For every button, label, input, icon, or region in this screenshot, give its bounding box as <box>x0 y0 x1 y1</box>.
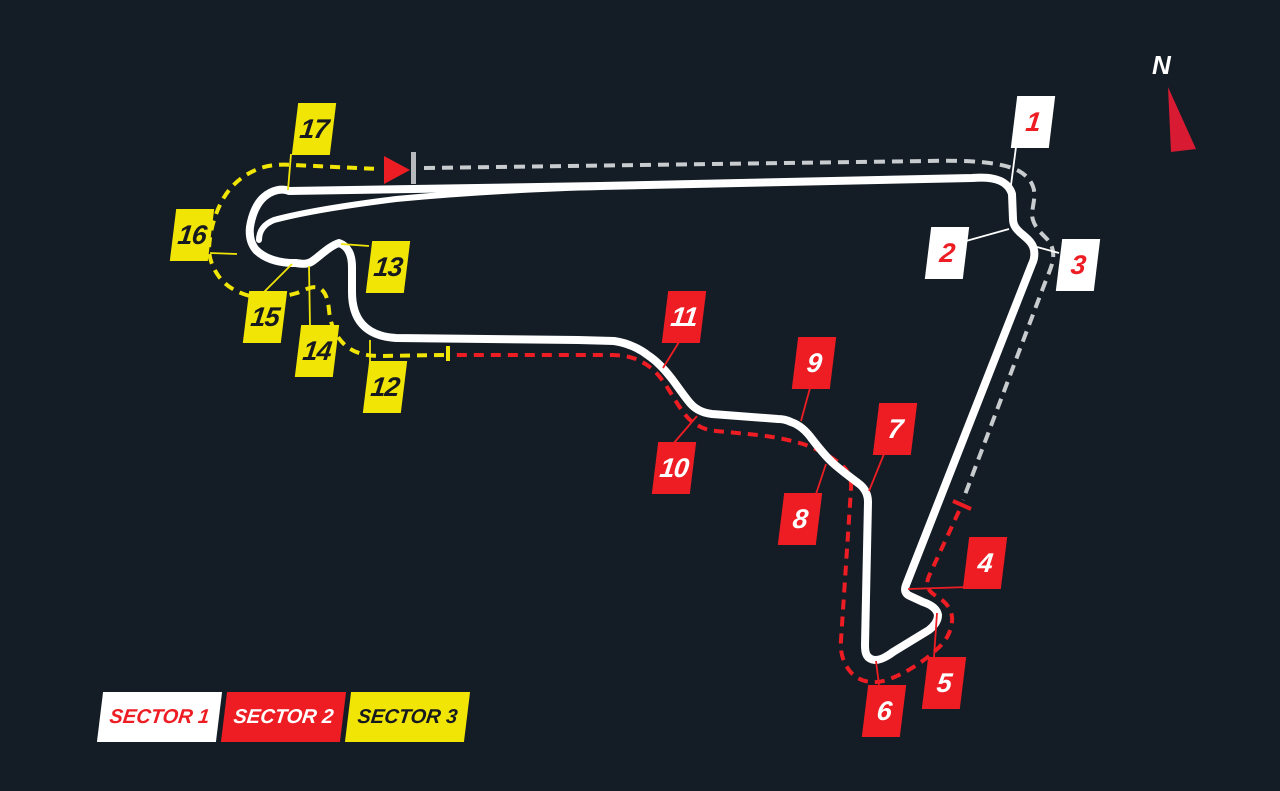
turn-number: 9 <box>805 347 823 378</box>
turn-number: 17 <box>298 113 330 144</box>
turn-flag-6: 6 <box>861 685 907 737</box>
turn-flag-9: 9 <box>791 337 837 389</box>
turn-flag-3: 3 <box>1055 239 1101 291</box>
legend-sector-2-label: SECTOR 2 <box>232 705 335 728</box>
legend-sector-3: SECTOR 3 <box>344 692 471 742</box>
turn-flag-1: 1 <box>1010 96 1056 148</box>
sector-1-dashed-line <box>423 158 1056 501</box>
turn-flag-16: 16 <box>169 209 215 261</box>
turn-flag-12: 12 <box>362 361 408 413</box>
turn-flag-10: 10 <box>651 442 697 494</box>
turn-flag-14: 14 <box>294 325 340 377</box>
turn-number: 2 <box>938 237 956 268</box>
turn-leader-lines <box>209 146 1060 686</box>
leader-turn-6 <box>875 660 880 686</box>
compass-needle-icon <box>1168 87 1196 152</box>
leader-turn-4 <box>907 586 969 590</box>
leader-turn-16 <box>209 252 238 255</box>
leader-turn-7 <box>868 453 885 492</box>
start-finish-line-icon <box>411 152 416 184</box>
turn-number: 15 <box>249 301 281 332</box>
leader-turn-13 <box>340 243 370 247</box>
sector-3-dashed-line <box>206 162 445 359</box>
leader-turn-2 <box>965 228 1010 242</box>
legend-sector-3-label: SECTOR 3 <box>356 705 459 728</box>
turn-flag-17: 17 <box>291 103 337 155</box>
pit-lane <box>256 184 604 243</box>
turn-number: 16 <box>176 219 208 250</box>
turn-flag-5: 5 <box>921 657 967 709</box>
leader-turn-9 <box>800 387 811 422</box>
legend-sector-1: SECTOR 1 <box>96 692 223 742</box>
legend-sector-1-label: SECTOR 1 <box>108 705 211 728</box>
turn-number: 8 <box>791 503 809 534</box>
turn-flag-2: 2 <box>924 227 970 279</box>
turn-number: 4 <box>976 547 994 578</box>
turn-flag-11: 11 <box>661 291 707 343</box>
turn-number: 12 <box>369 371 401 402</box>
turn-number: 6 <box>875 695 893 726</box>
legend-sector-2: SECTOR 2 <box>220 692 347 742</box>
turn-number: 1 <box>1024 106 1042 137</box>
turn-number: 7 <box>886 413 904 444</box>
leader-turn-11 <box>662 341 680 369</box>
track-outline <box>245 173 1039 665</box>
turn-flag-13: 13 <box>365 241 411 293</box>
turn-number: 3 <box>1069 249 1087 280</box>
turn-number: 13 <box>372 251 404 282</box>
turn-number: 11 <box>669 301 699 332</box>
turn-flag-15: 15 <box>242 291 288 343</box>
direction-arrow-icon <box>384 156 410 184</box>
leader-turn-3 <box>1036 246 1060 254</box>
turn-number: 5 <box>935 667 953 698</box>
sector-1-2-boundary-tick <box>952 499 972 511</box>
leader-turn-1 <box>1010 146 1017 186</box>
leader-turn-8 <box>815 463 827 495</box>
leader-turn-15 <box>263 263 293 293</box>
turn-number: 14 <box>301 335 333 366</box>
leader-turn-14 <box>308 265 311 327</box>
turn-flag-7: 7 <box>872 403 918 455</box>
leader-turn-17 <box>287 153 292 191</box>
compass-north-label: N <box>1152 50 1171 80</box>
leader-turn-5 <box>933 612 938 658</box>
leader-turn-10 <box>672 415 698 445</box>
turn-flag-4: 4 <box>962 537 1008 589</box>
turn-number: 10 <box>658 452 690 483</box>
turn-flag-8: 8 <box>777 493 823 545</box>
